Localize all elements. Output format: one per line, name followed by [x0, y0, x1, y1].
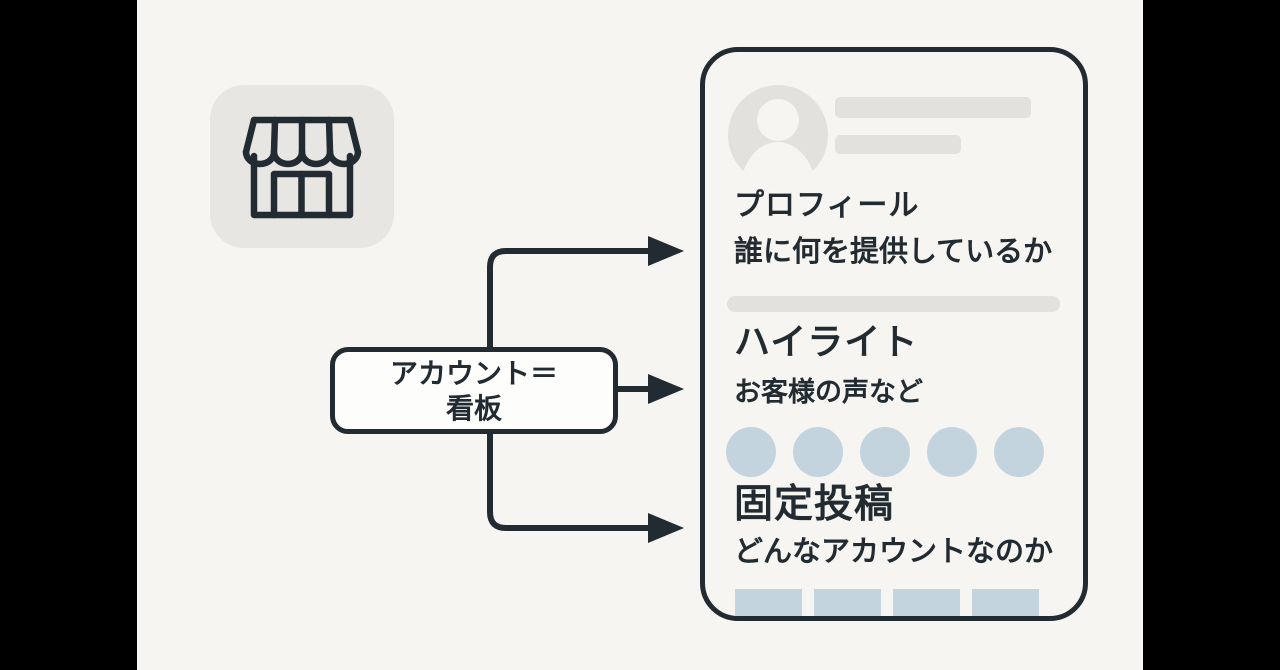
- highlights-title: ハイライト: [734, 321, 919, 362]
- pinned-posts-subtitle: どんなアカウントなのか: [734, 536, 1054, 568]
- profile-title: プロフィール: [734, 189, 920, 222]
- highlight-circle: [793, 427, 843, 477]
- phone-card: プロフィール 誰に何を提供しているか ハイライト お客様の声など 固定投稿 どん…: [700, 47, 1088, 621]
- highlight-circle: [994, 427, 1044, 477]
- post-square: [972, 589, 1039, 616]
- arrowhead-bottom: [648, 513, 684, 543]
- highlight-circle: [726, 427, 776, 477]
- account-signboard-line2: 看板: [445, 392, 502, 424]
- storefront-icon: [242, 116, 362, 218]
- profile-subtitle: 誰に何を提供しているか: [734, 236, 1053, 268]
- section-divider: [727, 296, 1060, 312]
- post-square: [893, 589, 960, 616]
- post-square: [814, 589, 881, 616]
- post-square: [735, 589, 802, 616]
- pinned-posts-title: 固定投稿: [734, 483, 895, 526]
- bio-placeholder-bar: [835, 135, 961, 154]
- highlight-circle: [860, 427, 910, 477]
- connector-arrows: [487, 236, 684, 543]
- arrow-line-bottom: [487, 430, 650, 531]
- highlight-circles-row: [726, 427, 1044, 477]
- store-tile: [210, 85, 394, 248]
- diagram-canvas: アカウント＝ 看板 プロフィール 誰に何を提供しているか ハイライト お: [137, 0, 1143, 670]
- arrowhead-top: [648, 236, 684, 266]
- arrowhead-middle: [648, 374, 684, 404]
- highlight-circle: [927, 427, 977, 477]
- highlights-subtitle: お客様の声など: [734, 377, 923, 407]
- arrow-line-top: [487, 248, 650, 352]
- post-squares-row: [735, 589, 1039, 616]
- account-signboard-line1: アカウント＝: [389, 357, 558, 389]
- account-signboard-box: アカウント＝ 看板: [330, 347, 618, 434]
- username-placeholder-bar: [835, 97, 1031, 118]
- avatar-icon: [728, 85, 828, 185]
